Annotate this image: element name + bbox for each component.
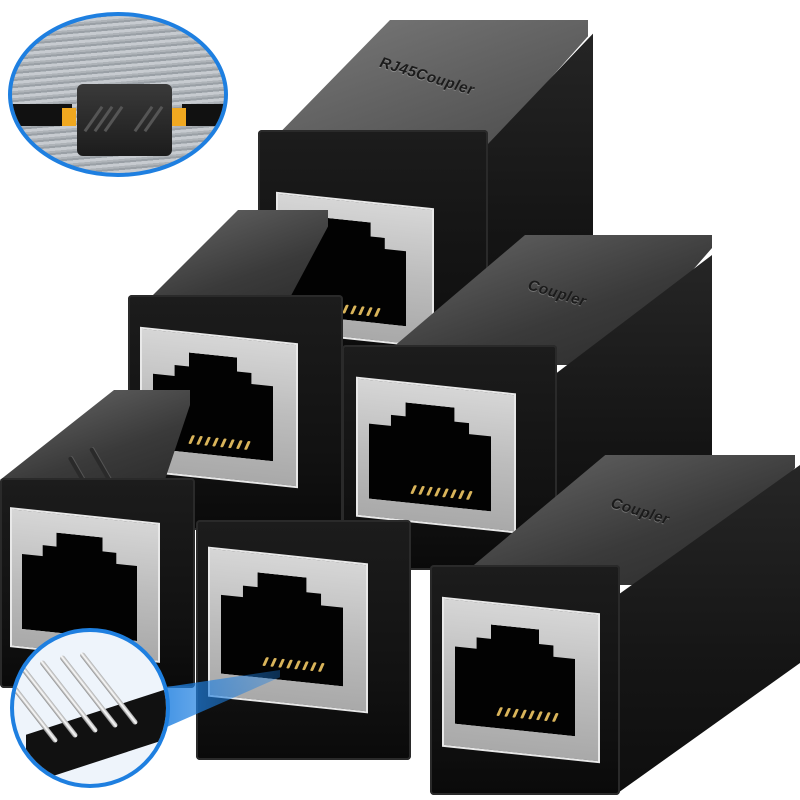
ethernet-cable-left bbox=[12, 104, 72, 126]
coupler-bottom-middle bbox=[196, 520, 436, 800]
coupler-top-surface bbox=[0, 390, 190, 490]
cable-boot-right bbox=[172, 108, 186, 126]
inset-gold-pins bbox=[10, 628, 170, 788]
ethernet-cable-right bbox=[182, 104, 224, 126]
cable-boot-left bbox=[62, 108, 76, 126]
coupler-bottom-right: Coupler bbox=[430, 455, 800, 800]
inset-cable-joint bbox=[8, 12, 228, 177]
coupler-inline bbox=[77, 84, 172, 156]
